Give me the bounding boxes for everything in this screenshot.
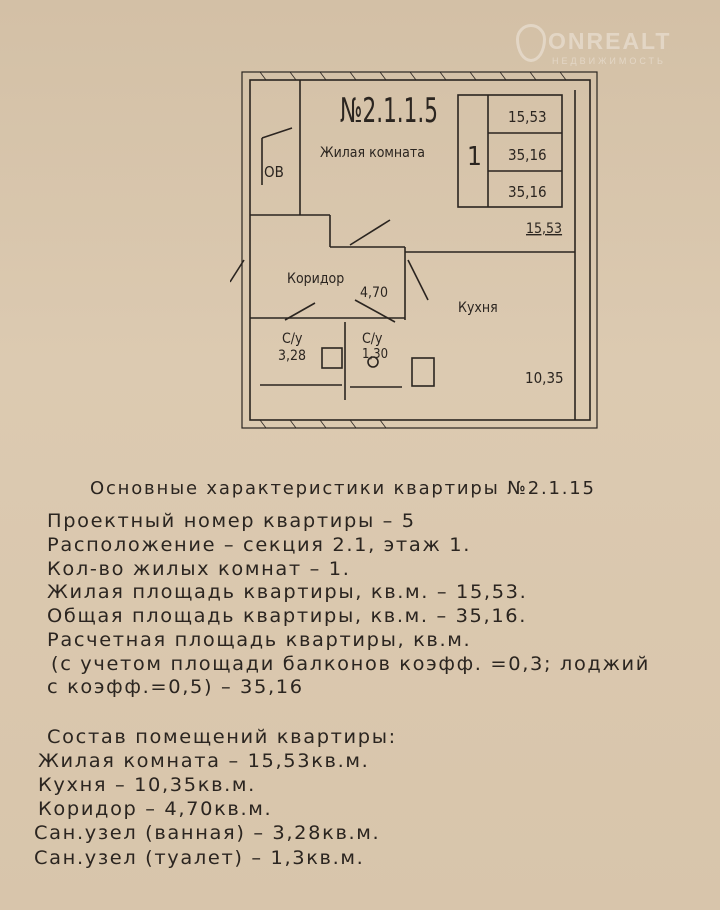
- char-line: Кол-во жилых комнат – 1.: [47, 558, 351, 580]
- corridor-area: 4,70: [360, 285, 388, 301]
- characteristics-title: Основные характеристики квартиры №2.1.15: [90, 478, 596, 499]
- composition-line: Сан.узел (туалет) – 1,3кв.м.: [34, 847, 365, 869]
- watermark-brand: ONREALT: [548, 28, 672, 54]
- house-pin-icon: [516, 24, 546, 62]
- kitchen-label: Кухня: [458, 300, 498, 316]
- table-value-2: 35,16: [508, 146, 547, 164]
- composition-line: Коридор – 4,70кв.м.: [38, 798, 273, 820]
- table-value-1: 15,53: [508, 108, 547, 126]
- char-line: с коэфф.=0,5) – 35,16: [47, 676, 304, 698]
- char-line: Проектный номер квартиры – 5: [47, 510, 416, 532]
- char-line: Расчетная площадь квартиры, кв.м.: [47, 629, 472, 651]
- living-area: 15,53: [526, 221, 562, 237]
- ov-label: ОВ: [264, 163, 284, 181]
- composition-line: Сан.узел (ванная) – 3,28кв.м.: [34, 822, 381, 844]
- bath-label: С/у: [282, 331, 303, 347]
- floor-plan: №2.1.1.5 Жилая комната 1 15,53 35,16 35,…: [230, 71, 598, 429]
- char-line: Общая площадь квартиры, кв.м. – 35,16.: [47, 605, 528, 627]
- watermark-sub: НЕДВИЖИМОСТЬ: [552, 56, 666, 66]
- char-line: Жилая площадь квартиры, кв.м. – 15,53.: [47, 581, 528, 603]
- wc-label: С/у: [362, 331, 383, 347]
- bath-area: 3,28: [278, 348, 306, 364]
- table-value-3: 35,16: [508, 183, 547, 201]
- composition-title: Состав помещений квартиры:: [47, 726, 397, 748]
- apartment-number: №2.1.1.5: [340, 91, 438, 131]
- composition-line: Кухня – 10,35кв.м.: [38, 774, 256, 796]
- char-line: (с учетом площади балконов коэфф. =0,3; …: [51, 653, 651, 675]
- kitchen-area: 10,35: [525, 369, 564, 387]
- rooms-count: 1: [467, 142, 482, 172]
- living-room-label: Жилая комната: [320, 145, 425, 161]
- composition-line: Жилая комната – 15,53кв.м.: [38, 750, 370, 772]
- wc-area: 1,30: [362, 347, 388, 362]
- corridor-label: Коридор: [287, 271, 344, 287]
- char-line: Расположение – секция 2.1, этаж 1.: [47, 534, 472, 556]
